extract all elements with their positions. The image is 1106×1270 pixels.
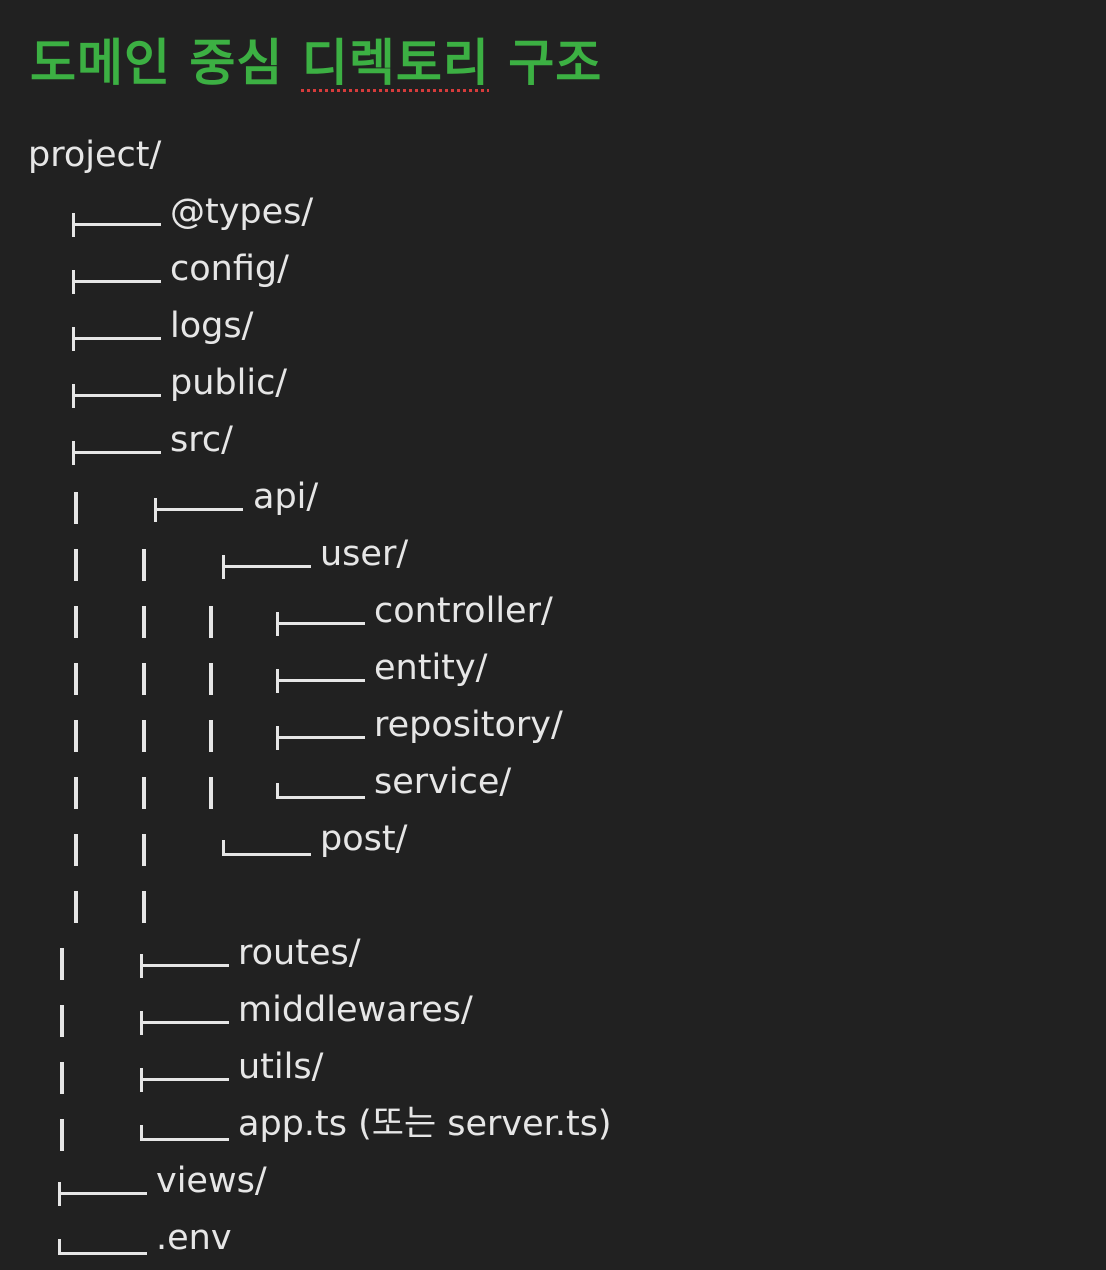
vertical-bar-icon (209, 720, 213, 752)
tree-row-controller: controller/ (28, 586, 1088, 643)
vertical-bar-icon (142, 663, 146, 695)
tree-row-logs: logs/ (28, 301, 1088, 358)
tree-row-spacer (28, 871, 1088, 928)
vertical-bar-icon (74, 549, 78, 581)
vertical-bar-icon (209, 606, 213, 638)
tree-label-api: api/ (253, 477, 319, 517)
branch-tee-icon (72, 213, 161, 237)
directory-tree: project/ @types/ config/ logs/ public/ s… (28, 130, 1088, 1270)
tree-label-views: views/ (156, 1161, 267, 1201)
page-heading: 도메인 중심 디렉토리 구조 (30, 38, 602, 88)
tree-label-entity: entity/ (374, 648, 488, 688)
tree-label-post: post/ (320, 819, 408, 859)
vertical-bar-icon (209, 777, 213, 809)
tree-row-app: app.ts (또는 server.ts) (28, 1099, 1088, 1156)
vertical-bar-icon (142, 549, 146, 581)
vertical-bar-icon (74, 720, 78, 752)
vertical-bar-icon (142, 891, 146, 923)
branch-elbow-icon (140, 1125, 229, 1141)
branch-tee-icon (72, 384, 161, 408)
branch-elbow-icon (58, 1239, 147, 1255)
tree-row-user: user/ (28, 529, 1088, 586)
tree-row-service: service/ (28, 757, 1088, 814)
vertical-bar-icon (142, 606, 146, 638)
branch-tee-icon (72, 327, 161, 351)
vertical-bar-icon (142, 777, 146, 809)
tree-label-logs: logs/ (170, 306, 254, 346)
branch-tee-icon (140, 1011, 229, 1035)
tree-row-post: post/ (28, 814, 1088, 871)
tree-row-project: project/ (28, 130, 1088, 187)
heading-text-end: 구조 (489, 34, 603, 92)
vertical-bar-icon (142, 834, 146, 866)
tree-label-types: @types/ (170, 192, 314, 232)
branch-tee-icon (140, 1068, 229, 1092)
tree-row-public: public/ (28, 358, 1088, 415)
vertical-bar-icon (60, 1005, 64, 1037)
branch-tee-icon (154, 498, 243, 522)
branch-tee-icon (72, 270, 161, 294)
tree-label-src: src/ (170, 420, 233, 460)
tree-row-types: @types/ (28, 187, 1088, 244)
tree-label-routes: routes/ (238, 933, 361, 973)
vertical-bar-icon (74, 606, 78, 638)
tree-label-controller: controller/ (374, 591, 553, 631)
tree-row-config: config/ (28, 244, 1088, 301)
tree-row-routes: routes/ (28, 928, 1088, 985)
vertical-bar-icon (142, 720, 146, 752)
heading-spellcheck-word[interactable]: 디렉토리 (301, 34, 490, 92)
heading-text-start: 도메인 중심 (30, 34, 302, 92)
branch-tee-icon (222, 555, 311, 579)
vertical-bar-icon (60, 948, 64, 980)
branch-tee-icon (276, 726, 365, 750)
tree-row-api: api/ (28, 472, 1088, 529)
tree-label-env: .env (156, 1218, 232, 1258)
tree-row-utils: utils/ (28, 1042, 1088, 1099)
vertical-bar-icon (74, 777, 78, 809)
vertical-bar-icon (74, 834, 78, 866)
tree-label-utils: utils/ (238, 1047, 324, 1087)
tree-row-repository: repository/ (28, 700, 1088, 757)
vertical-bar-icon (74, 663, 78, 695)
vertical-bar-icon (74, 492, 78, 524)
vertical-bar-icon (60, 1062, 64, 1094)
branch-tee-icon (72, 441, 161, 465)
tree-row-env: .env (28, 1213, 1088, 1270)
tree-label-project: project/ (28, 135, 162, 175)
tree-row-src: src/ (28, 415, 1088, 472)
branch-tee-icon (58, 1182, 147, 1206)
tree-label-user: user/ (320, 534, 409, 574)
tree-label-service: service/ (374, 762, 512, 802)
vertical-bar-icon (60, 1119, 64, 1151)
tree-label-public: public/ (170, 363, 288, 403)
branch-elbow-icon (222, 840, 311, 856)
branch-elbow-icon (276, 783, 365, 799)
branch-tee-icon (276, 612, 365, 636)
branch-tee-icon (140, 954, 229, 978)
tree-label-middlewares: middlewares/ (238, 990, 473, 1030)
tree-row-middlewares: middlewares/ (28, 985, 1088, 1042)
vertical-bar-icon (209, 663, 213, 695)
vertical-bar-icon (74, 891, 78, 923)
tree-label-app: app.ts (또는 server.ts) (238, 1104, 612, 1144)
tree-label-repository: repository/ (374, 705, 563, 745)
tree-label-config: config/ (170, 249, 289, 289)
tree-row-views: views/ (28, 1156, 1088, 1213)
branch-tee-icon (276, 669, 365, 693)
tree-row-entity: entity/ (28, 643, 1088, 700)
